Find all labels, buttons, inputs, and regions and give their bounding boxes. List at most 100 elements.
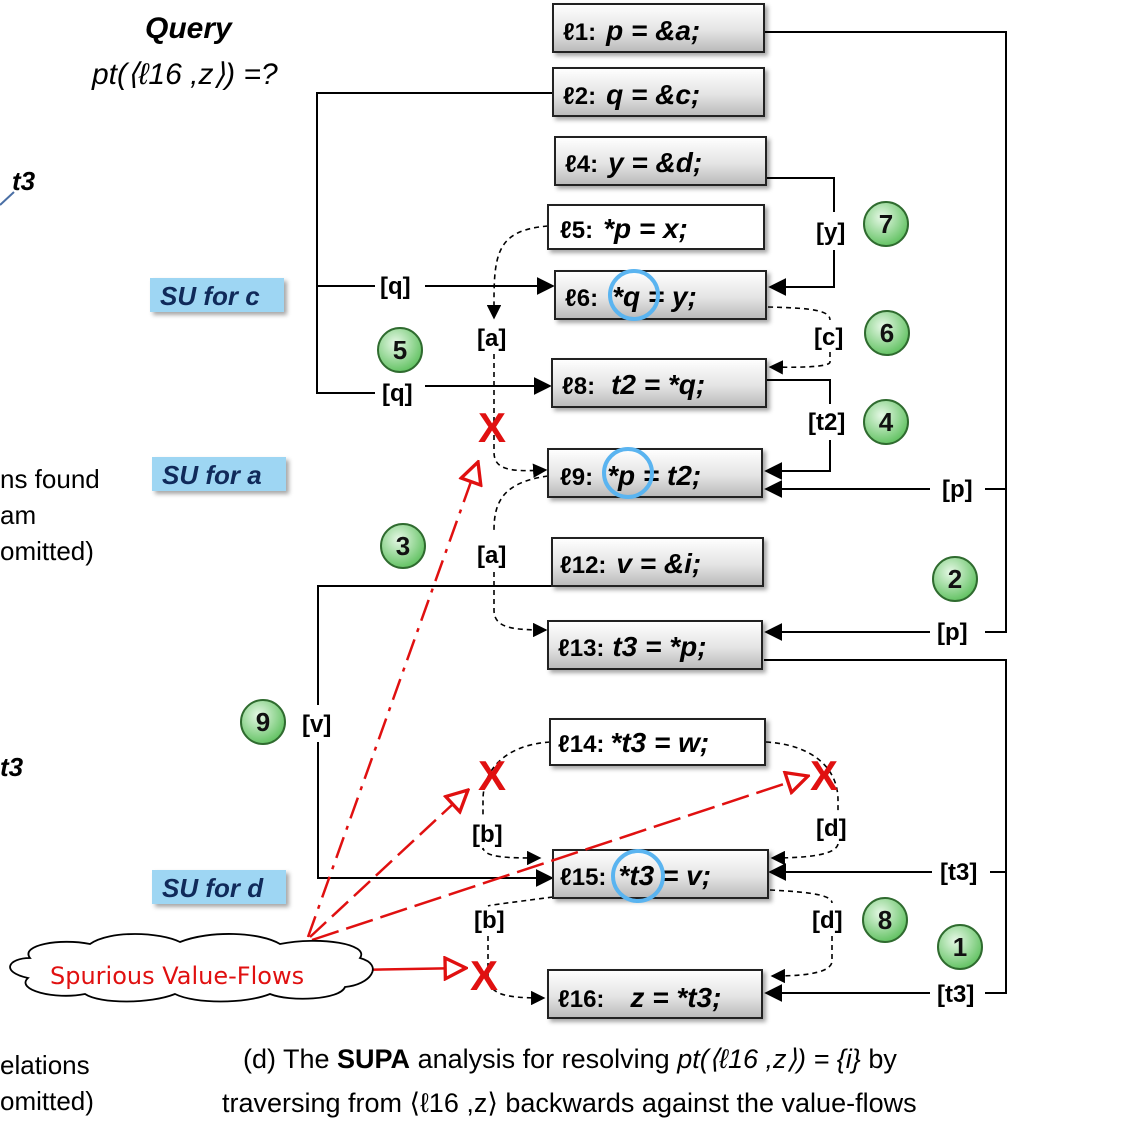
dashed-l6-c	[767, 306, 831, 321]
stmt-l14: ℓ14:*t3 = w;	[549, 718, 766, 766]
svg-text:3: 3	[396, 531, 410, 561]
caption-line2: traversing from ⟨ℓ16 ,z⟩ backwards again…	[222, 1088, 917, 1118]
dashed-l15-d	[769, 889, 833, 904]
query-title: Query	[145, 12, 233, 45]
dashed-d-to-l16	[770, 936, 833, 984]
dashed-d-to-l15	[770, 843, 839, 866]
stmt-l1: ℓ1:p = &a;	[552, 3, 765, 53]
dashed-b-to-l16	[487, 936, 546, 1006]
edge-label-q-l8: [q]	[382, 380, 413, 407]
edge-l12-v	[317, 585, 551, 705]
highlight-l15-t3	[611, 849, 665, 903]
stmt-l16: ℓ16:z = *t3;	[547, 969, 763, 1019]
edge-y-to-l6	[768, 250, 835, 296]
spurious-arrow-to-x-b	[309, 790, 468, 938]
step-6: 6	[864, 310, 910, 356]
dashed-b-to-l15	[482, 847, 542, 866]
stmt-l2: ℓ2:q = &c;	[552, 67, 765, 117]
edge-label-v: [v]	[302, 711, 331, 738]
edge-label-d-l16: [d]	[812, 907, 843, 934]
dashed-a-to-l9	[493, 354, 548, 478]
edge-label-t3-l15: [t3]	[940, 859, 977, 886]
step-3: 3	[380, 523, 426, 569]
svg-text:6: 6	[880, 318, 894, 348]
svg-text:SU for a: SU for a	[162, 460, 262, 490]
query-expression: pt(⟨ℓ16 ,z⟩) =?	[91, 58, 278, 91]
side-found-line2: am	[0, 500, 36, 530]
side-relations-line1: elations	[0, 1050, 90, 1080]
side-found-line3: omitted)	[0, 536, 94, 566]
svg-text:5: 5	[393, 335, 407, 365]
su-for-a: SU for a	[152, 457, 286, 491]
svg-text:7: 7	[879, 209, 893, 239]
x-mark-l9: X	[478, 404, 506, 451]
highlight-l6-q	[608, 269, 660, 321]
svg-text:9: 9	[256, 707, 270, 737]
svg-text:ℓ16:z = *t3;: ℓ16:z = *t3;	[558, 982, 721, 1013]
svg-text:ℓ6:*q = y;: ℓ6:*q = y;	[565, 281, 697, 312]
dashed-l9-a-l13	[493, 475, 549, 531]
svg-text:SU for d: SU for d	[162, 873, 264, 903]
step-1: 1	[937, 924, 983, 970]
spurious-label: Spurious Value-Flows	[50, 962, 304, 990]
edge-label-p-l9: [p]	[942, 476, 973, 503]
dashed-l5-a-l9	[486, 225, 549, 320]
edge-label-b-l16: [b]	[474, 907, 505, 934]
svg-text:ℓ13:t3 = *p;: ℓ13:t3 = *p;	[558, 631, 707, 662]
edge-v-to-l15	[317, 742, 554, 887]
dashed-c-to-l8	[768, 352, 831, 375]
side-found-line1: ns found	[0, 464, 100, 494]
edge-l2-q	[316, 92, 553, 394]
spurious-cloud: Spurious Value-Flows	[9, 933, 374, 1003]
x-mark-d: X	[810, 752, 838, 799]
x-mark-b: X	[478, 752, 506, 799]
step-8: 8	[862, 897, 908, 943]
edge-label-d-l15: [d]	[816, 815, 847, 842]
highlight-l9-p	[602, 447, 654, 499]
edge-label-a-l13: [a]	[477, 542, 506, 569]
step-2: 2	[932, 556, 978, 602]
stmt-l13: ℓ13:t3 = *p;	[547, 620, 763, 670]
svg-text:ℓ8:t2 = *q;: ℓ8:t2 = *q;	[562, 369, 705, 400]
edge-label-p-l13: [p]	[937, 619, 968, 646]
stmt-l6: ℓ6:*q = y;	[554, 270, 767, 320]
dashed-l14-d	[765, 741, 839, 812]
su-for-c: SU for c	[150, 278, 284, 312]
stmt-l5: ℓ5:*p = x;	[547, 204, 765, 250]
step-5: 5	[377, 327, 423, 373]
step-4: 4	[863, 399, 909, 445]
side-relations-line2: omitted)	[0, 1086, 94, 1116]
edge-label-a-l9: [a]	[477, 325, 506, 352]
svg-text:4: 4	[879, 407, 894, 437]
caption-line1: (d) The SUPA analysis for resolving pt(⟨…	[243, 1044, 897, 1074]
edge-label-b-l15: [b]	[472, 821, 503, 848]
edge-label-q-l6: [q]	[380, 273, 411, 300]
step-7: 7	[863, 201, 909, 247]
stmt-l9: ℓ9:*p = t2;	[547, 448, 763, 498]
edge-l13-t3	[764, 659, 1007, 994]
stmt-l8: ℓ8:t2 = *q;	[551, 358, 767, 408]
svg-text:SU for c: SU for c	[160, 281, 260, 311]
stmt-l12: ℓ12:v = &i;	[551, 537, 764, 587]
spurious-arrow-to-x-d	[311, 776, 808, 942]
svg-text:ℓ5:*p = x;: ℓ5:*p = x;	[560, 213, 688, 244]
svg-text:8: 8	[878, 905, 892, 935]
svg-text:ℓ12:v = &i;: ℓ12:v = &i;	[560, 548, 701, 579]
dashed-l15-b	[487, 896, 554, 907]
edge-label-y: [y]	[816, 219, 845, 246]
stmt-l4: ℓ4:y = &d;	[554, 136, 767, 186]
svg-text:ℓ1:p = &a;: ℓ1:p = &a;	[563, 15, 700, 46]
side-t3-mid: t3	[0, 752, 24, 782]
dashed-l14-b	[482, 741, 551, 818]
edge-label-t3-l16: [t3]	[937, 981, 974, 1008]
svg-text:2: 2	[948, 564, 962, 594]
edge-l4-y	[767, 177, 835, 212]
svg-text:ℓ14:*t3 = w;: ℓ14:*t3 = w;	[558, 727, 709, 758]
spurious-arrow-to-x-l9	[306, 462, 478, 938]
edge-t2-to-l9	[764, 440, 831, 480]
edge-l8-t2	[767, 379, 831, 404]
svg-text:1: 1	[953, 932, 967, 962]
edge-l1-p	[764, 31, 1007, 633]
side-t3-top: t3	[12, 166, 36, 196]
side-arrow-stub	[0, 191, 15, 206]
